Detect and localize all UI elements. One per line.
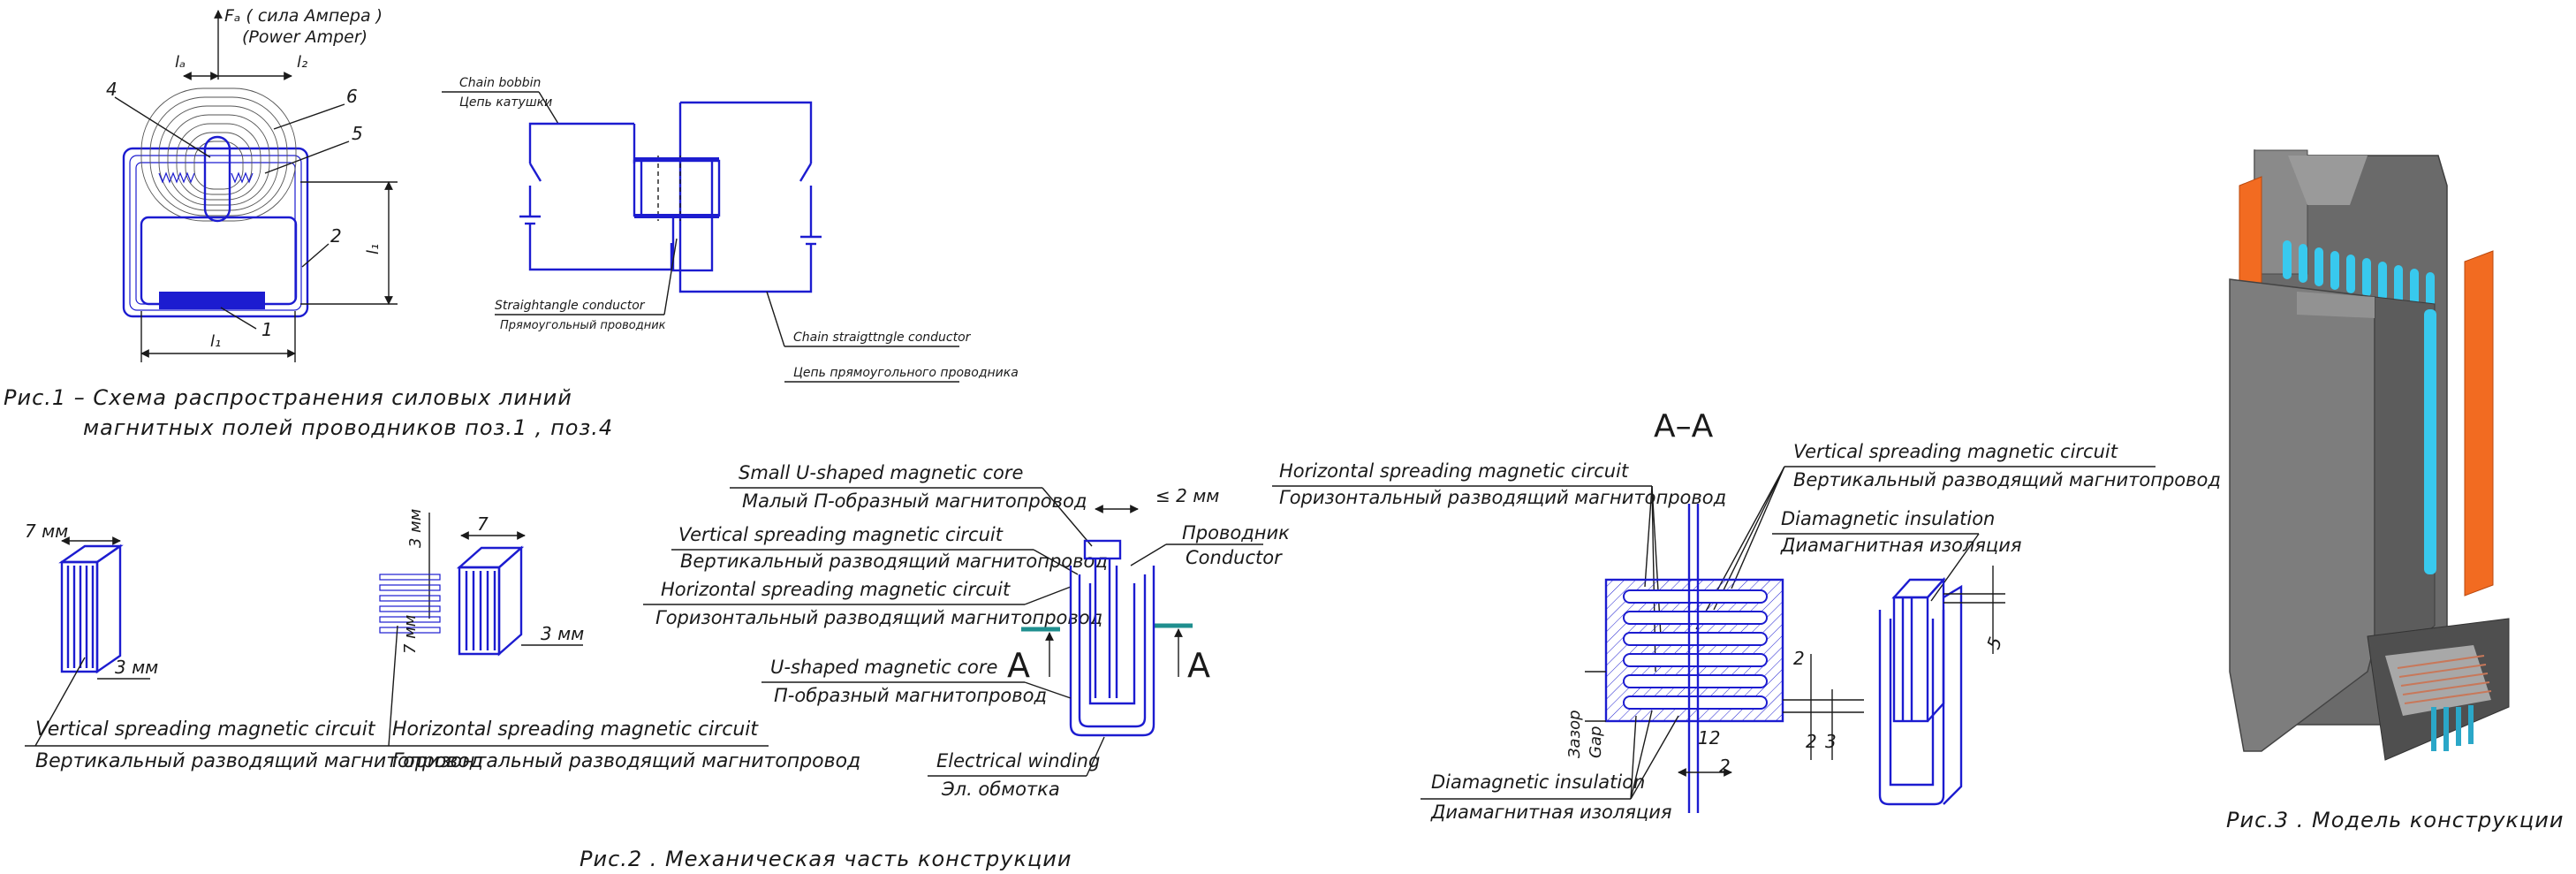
fig2-horizontal-comb: 3 мм 7 7 мм 3 мм bbox=[379, 509, 584, 657]
gap-en: Gap bbox=[1587, 726, 1605, 758]
small-u-core bbox=[1083, 539, 1122, 560]
mid-dim-3mm: 3 мм bbox=[406, 509, 425, 548]
section-3d-u-core bbox=[1878, 576, 1963, 806]
sec-diamag2-ru: Диамагнитная изоляция bbox=[1430, 802, 1671, 823]
mid-dim-7mm: 7 мм bbox=[401, 615, 420, 654]
chain-straight-ru: Цепь прямоугольного проводника bbox=[793, 366, 1019, 380]
model-cyan-teeth bbox=[2283, 240, 2435, 311]
dim-la: lₐ bbox=[175, 53, 186, 72]
horiz-ru: Горизонтальный разводящий магнитопровод bbox=[655, 607, 1102, 628]
callout-4: 4 bbox=[106, 79, 117, 100]
sec-dim-2a: 2 bbox=[1793, 648, 1805, 669]
section-aa: А–А Horizontal spreading magnetic circui… bbox=[1272, 408, 2221, 823]
vert-ru: Вертикальный разводящий магнитопровод bbox=[680, 551, 1108, 572]
sec-horizontal-ru: Горизонтальный разводящий магнитопровод bbox=[1279, 487, 1726, 508]
plate-ridges bbox=[66, 566, 95, 668]
sec-dim-5: 5 bbox=[1982, 635, 2006, 652]
circuit-diagram: Chain bobbin Цепь катушки Straightangle … bbox=[442, 76, 1019, 383]
left-loop-wire bbox=[528, 122, 634, 163]
conductor-ru: Проводник bbox=[1182, 522, 1290, 543]
u-core-en: U-shaped magnetic core bbox=[770, 657, 997, 678]
sec-diamag-ru: Диамагнитная изоляция bbox=[1780, 535, 2021, 556]
vert-en: Vertical spreading magnetic circuit bbox=[678, 524, 1004, 545]
fig2-vertical-plate: 7 мм 3 мм bbox=[25, 521, 158, 680]
left-dim-bottom: 3 мм bbox=[115, 657, 158, 678]
sec-horizontal-en: Horizontal spreading magnetic circuit bbox=[1279, 460, 1629, 482]
fig1-caption-line1: Рис.1 – Схема распространения силовых ли… bbox=[4, 385, 572, 410]
model-orange-plate bbox=[2464, 250, 2494, 597]
sec-vertical-en: Vertical spreading magnetic circuit bbox=[1793, 441, 2118, 462]
horizontal-label-en: Horizontal spreading magnetic circuit bbox=[392, 718, 759, 741]
dim-lb: l₂ bbox=[297, 53, 307, 72]
mid-dim-7: 7 bbox=[477, 513, 489, 535]
fig2-caption: Рис.2 . Механическая часть конструкции bbox=[580, 847, 1072, 871]
section-letter-left: А bbox=[1007, 646, 1030, 685]
gap-label: ≤ 2 мм bbox=[1155, 485, 1219, 506]
horiz-en: Horizontal spreading magnetic circuit bbox=[661, 579, 1011, 600]
callout-2: 2 bbox=[330, 225, 342, 247]
conductor-en: Conductor bbox=[1186, 547, 1283, 568]
comb-fingers bbox=[379, 574, 441, 634]
fig2-assembly: Small U-shaped magnetic core Малый П-обр… bbox=[580, 462, 1290, 871]
inner-loop-conductor bbox=[203, 135, 231, 223]
chain-straight-en: Chain straigttngle conductor bbox=[793, 331, 972, 345]
bottom-conductor bbox=[159, 292, 265, 309]
u-core-outer bbox=[1069, 566, 1155, 737]
small-u-en: Small U-shaped magnetic core bbox=[739, 462, 1023, 483]
dim-bottom: l₁ bbox=[210, 332, 221, 351]
fig1-caption-line2: магнитных полей проводников поз.1 , поз.… bbox=[83, 415, 613, 440]
callout-1: 1 bbox=[261, 319, 273, 340]
model-windings bbox=[2397, 655, 2492, 704]
sec-vertical-ru: Вертикальный разводящий магнитопровод bbox=[1793, 469, 2221, 490]
core-block bbox=[633, 159, 721, 217]
fig3-caption: Рис.3 . Модель конструкции bbox=[2226, 808, 2564, 832]
sec-diamag2-en: Diamagnetic insulation bbox=[1431, 771, 1645, 793]
gap-ru: Зазор bbox=[1565, 710, 1584, 758]
outer-core bbox=[122, 147, 309, 318]
comb-teeth bbox=[158, 171, 195, 184]
vertical-label-ru: Вертикальный разводящий магнитопровод bbox=[35, 750, 483, 772]
fig2-left-labels: Vertical spreading magnetic circuit Верт… bbox=[25, 625, 860, 772]
straight-ru: Прямоугольный проводник bbox=[500, 319, 666, 332]
sec-dim-12: 12 bbox=[1698, 727, 1720, 749]
section-letter-right: А bbox=[1187, 646, 1210, 685]
chain-bobbin-en: Chain bobbin bbox=[459, 76, 541, 90]
sec-dim-3: 3 bbox=[1825, 731, 1837, 752]
callout-6: 6 bbox=[346, 86, 358, 107]
winding-en: Electrical winding bbox=[936, 750, 1100, 771]
left-dim-top: 7 мм bbox=[25, 521, 68, 542]
small-u-ru: Малый П-образный магнитопровод bbox=[742, 490, 1087, 512]
u-core-ru: П-образный магнитопровод bbox=[774, 685, 1047, 706]
fig1-force-label: Fₐ ( сила Ампера ) bbox=[224, 6, 383, 26]
sec-diamag-en: Diamagnetic insulation bbox=[1781, 508, 1995, 529]
vertical-label-en: Vertical spreading magnetic circuit bbox=[35, 718, 376, 741]
sec-dim-2c: 2 bbox=[1719, 756, 1731, 777]
winding-ru: Эл. обмотка bbox=[941, 779, 1060, 800]
fig1-field-diagram: Fₐ ( сила Ампера ) (Power Amper) lₐ l₂ bbox=[4, 6, 613, 440]
chain-bobbin-ru: Цепь катушки bbox=[459, 95, 552, 110]
dim-lc: l₁ bbox=[364, 244, 383, 255]
field-lines bbox=[140, 87, 297, 222]
fig3-model: Рис.3 . Модель конструкции bbox=[2226, 149, 2564, 832]
mid-dim-3mm-b: 3 мм bbox=[541, 623, 584, 644]
fig1-force-label-en: (Power Amper) bbox=[242, 27, 367, 47]
straight-en: Straightangle conductor bbox=[495, 299, 646, 313]
section-slots bbox=[1623, 589, 1768, 710]
inner-window bbox=[140, 216, 298, 306]
horizontal-label-ru: Горизонтальный разводящий магнитопровод bbox=[392, 750, 860, 772]
section-title: А–А bbox=[1654, 408, 1714, 445]
right-loop-wire bbox=[680, 101, 813, 163]
callout-5: 5 bbox=[352, 123, 363, 144]
